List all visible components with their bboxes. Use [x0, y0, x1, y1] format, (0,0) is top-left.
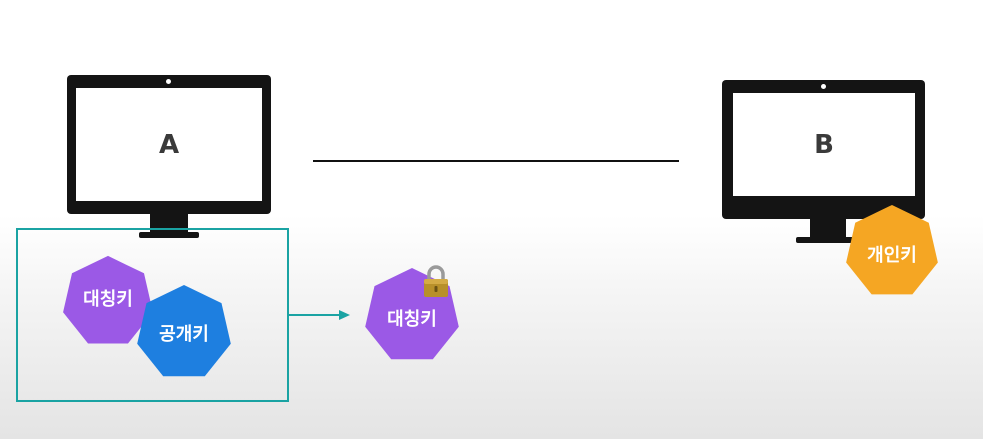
monitor-a-frame: A: [67, 75, 271, 214]
arrow-right-icon: [287, 310, 350, 320]
computer-a-label: A: [158, 129, 180, 160]
camera-dot: [166, 79, 171, 84]
monitor-a-neck: [150, 214, 188, 232]
camera-dot: [821, 84, 826, 89]
heptagon-icon: [846, 204, 938, 295]
public-key-shape: 공개키: [134, 283, 234, 383]
monitor-b-frame: B: [722, 80, 925, 219]
computer-a: A: [67, 75, 271, 240]
public-key-label: 공개키: [159, 324, 209, 345]
computer-b-label: B: [814, 129, 834, 160]
private-key-label: 개인키: [867, 245, 917, 266]
heptagon-icon: [137, 285, 231, 377]
network-link-line: [313, 160, 679, 162]
heptagon-icon: [63, 255, 153, 344]
computer-b: B: [722, 80, 925, 245]
monitor-b-foot: [796, 237, 858, 243]
symmetric-key-label: 대칭키: [83, 289, 133, 310]
monitor-b-neck: [810, 219, 846, 237]
private-key-shape: 개인키: [843, 203, 941, 301]
monitor-a-foot: [139, 232, 199, 238]
symmetric-key-shape: 대칭키: [60, 254, 156, 350]
monitor-a-screen: A: [76, 88, 262, 201]
encrypted-symmetric-key-label: 대칭키: [387, 309, 437, 330]
monitor-b-screen: B: [733, 93, 915, 196]
padlock-icon: [424, 265, 448, 297]
